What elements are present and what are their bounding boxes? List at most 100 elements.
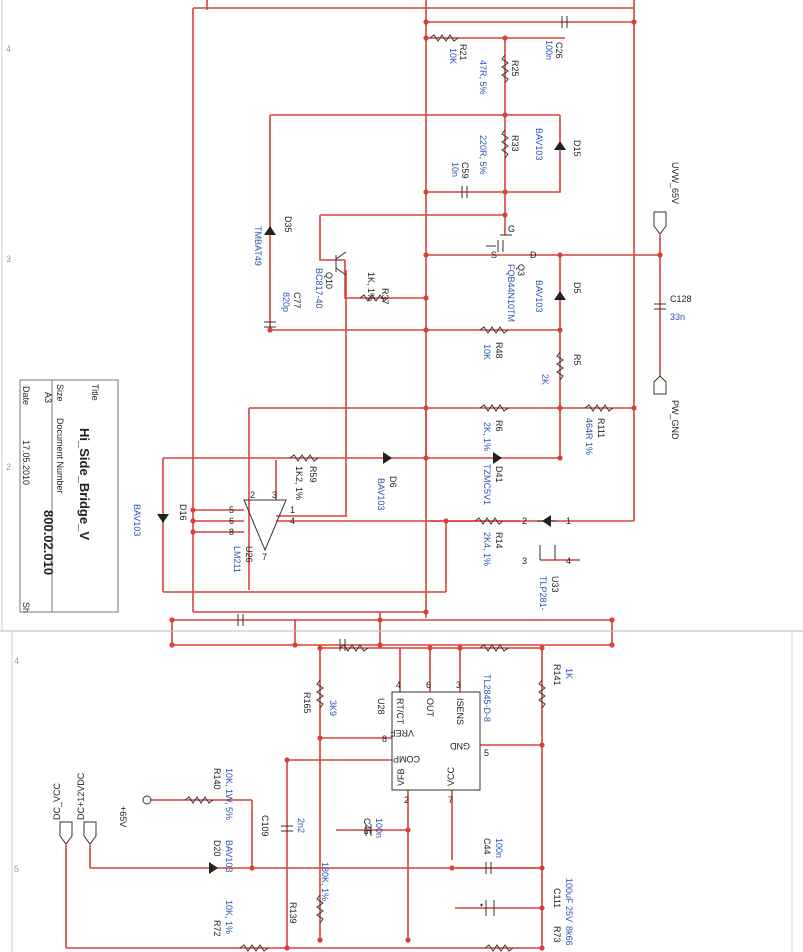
r140-body — [184, 796, 214, 804]
dc12-port — [83, 821, 97, 845]
d15-ref: D15 — [572, 140, 582, 157]
r72-value: 10K, 1% — [224, 900, 234, 934]
u33-pin-4: 4 — [566, 556, 571, 566]
r141-body — [538, 679, 546, 709]
title-block-title: Hi_Side_Bridge_V — [77, 428, 92, 540]
q3-pin-s: S — [491, 250, 497, 260]
c26-value: 100n — [544, 40, 554, 60]
p65-port-label: +65V — [118, 806, 128, 827]
r139-ref: R139 — [288, 902, 298, 924]
u26-pin-6: 6 — [229, 516, 234, 526]
c128-ref: C128 — [670, 294, 692, 304]
c59-value: 10n — [450, 162, 460, 177]
c109-ref: C109 — [260, 815, 270, 837]
border-mark-4: 4 — [14, 656, 19, 666]
c128-value: 33n — [670, 312, 685, 322]
c59-body — [461, 186, 468, 198]
c44-ref: C44 — [482, 838, 492, 855]
r73-ref: R73 — [552, 926, 562, 943]
u33-body — [537, 520, 556, 560]
r25-ref: R25 — [510, 60, 520, 77]
p65-terminal — [142, 795, 152, 805]
c44-body — [485, 862, 492, 874]
c77-value: 820p — [281, 292, 291, 312]
r33-body — [501, 129, 509, 159]
u26-pin-7: 7 — [262, 552, 267, 562]
r5-value: 2K — [540, 374, 550, 385]
u26-pin-1: 1 — [290, 505, 295, 515]
q10-value: BC817-40 — [314, 268, 324, 309]
u28-box — [391, 691, 481, 791]
border-mark-5: 5 — [14, 864, 19, 874]
dc-vcc-port — [59, 821, 73, 845]
r21-ref: R21 — [458, 44, 468, 61]
r21-value: 10K — [448, 48, 458, 64]
u33-ref: U33 — [550, 576, 560, 593]
c45-ref: C45 — [362, 818, 372, 835]
u28-top-r2 — [479, 644, 509, 652]
r59-value: 1K2, 1% — [294, 466, 304, 500]
d6-value: BAV103 — [376, 478, 386, 510]
r141-ref: R141 — [552, 664, 562, 686]
r111-ref: R111 — [596, 418, 606, 438]
title-block-size: A3 — [43, 392, 53, 403]
d5-ref: D5 — [572, 282, 582, 294]
u28-pin-4: 4 — [396, 680, 401, 690]
d41-symbol — [493, 451, 503, 465]
d35-value: TMBAT49 — [253, 226, 263, 266]
u33-led-symbol — [541, 514, 551, 528]
u26-value: LM211 — [232, 546, 242, 573]
r140-ref: R140 — [212, 768, 222, 790]
pw-gnd-port-label: PW_GND — [670, 400, 680, 440]
u28-pin-isens: ISENS — [455, 698, 465, 725]
d16-ref: D16 — [178, 504, 188, 521]
u28-pin-vref: VREF — [389, 728, 414, 738]
band-cap-2 — [339, 639, 346, 651]
d15-symbol — [553, 140, 567, 150]
title-block-size-label: Size — [55, 384, 65, 402]
c45-value: 100n — [374, 818, 384, 838]
d5-symbol — [553, 290, 567, 300]
q3-pin-g: G — [508, 224, 515, 234]
r21-body — [429, 34, 459, 42]
u28-pin-vfb: VFB — [396, 768, 406, 786]
r141-value: 1K — [564, 668, 574, 679]
d41-value: TZMC5V1 — [482, 464, 492, 505]
d35-symbol — [263, 225, 277, 235]
r33-value: 220R, 5% — [478, 135, 488, 175]
r59-ref: R59 — [308, 466, 318, 483]
u26-triangle — [243, 499, 287, 552]
u33-pin-2: 2 — [522, 516, 527, 526]
title-block — [19, 379, 119, 613]
border-mark-3: 2 — [6, 462, 11, 472]
c128-body — [654, 303, 666, 310]
c44-value: 100n — [494, 838, 504, 858]
u26-pin-3: 3 — [272, 490, 277, 500]
c77-ref: C77 — [292, 292, 302, 309]
r111-value: 464R 1% — [584, 418, 594, 455]
r6-body — [479, 404, 509, 412]
title-block-docnum: 800.02.010 — [41, 510, 56, 575]
c26-body — [561, 16, 568, 28]
pw-gnd-port — [653, 375, 667, 395]
u33-pin-3: 3 — [522, 556, 527, 566]
q3-pin-d: D — [530, 250, 537, 260]
junctions — [169, 19, 663, 951]
r165-ref: R165 — [302, 692, 312, 714]
u26-pin-5: 5 — [229, 505, 234, 515]
r48-value: 10K — [482, 344, 492, 360]
u33-value: TLP281- — [538, 576, 548, 611]
r37-ref: R37 — [380, 288, 390, 305]
dc12-port-label: DC+12VDC — [76, 772, 86, 820]
u28-pin-gnd: GND — [450, 741, 471, 751]
d20-ref: D20 — [212, 840, 222, 857]
u28-pin-8: 8 — [382, 734, 387, 744]
u28-pin-3: 3 — [456, 680, 461, 690]
border-mark-1: 4 — [6, 44, 11, 54]
title-block-docnum-label: Document Number — [55, 418, 65, 494]
u28-value: TL2845-D-8 — [482, 674, 492, 722]
r139-body — [316, 894, 324, 924]
d5-value: BAV103 — [534, 280, 544, 312]
c111-value: 100uF 25V — [564, 878, 574, 922]
